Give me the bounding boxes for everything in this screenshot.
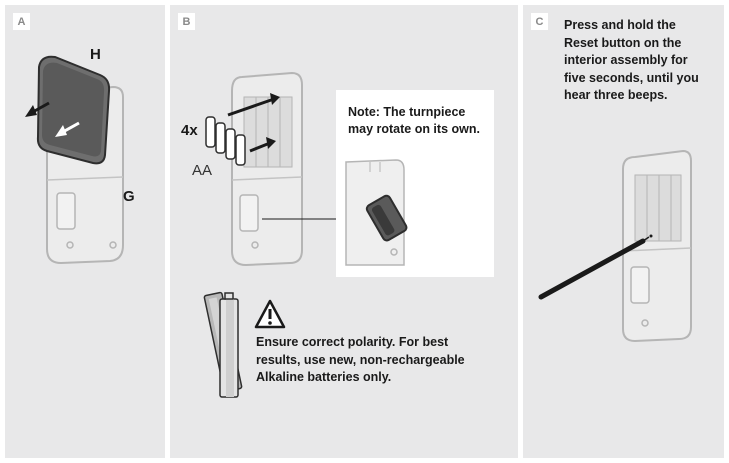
screw-hole	[66, 241, 74, 249]
arrow-icon	[249, 137, 276, 153]
lock-seam	[46, 176, 124, 181]
screw-hole	[109, 241, 117, 249]
reset-instruction: Press and hold the Reset button on the i…	[564, 18, 699, 102]
polarity-warning: Ensure correct polarity. For best result…	[256, 335, 465, 384]
arrow-icon	[25, 101, 50, 117]
step-a-badge: A	[13, 13, 30, 30]
turnpiece	[365, 194, 408, 242]
warning-icon	[254, 299, 286, 329]
battery-compartment	[634, 174, 682, 242]
arrow-icon	[227, 93, 280, 117]
turnpiece-slot	[630, 266, 650, 304]
battery-count: 4x	[181, 122, 198, 139]
turnpiece-slot	[56, 192, 76, 230]
step-c-badge: C	[531, 13, 548, 30]
reset-button	[649, 234, 653, 238]
lock-label-g: G	[123, 188, 135, 205]
battery-type: AA	[192, 162, 213, 179]
battery-install-illustration	[203, 71, 336, 398]
step-b-panel: B	[170, 5, 518, 458]
step-b-badge: B	[178, 13, 195, 30]
cover-label-h: H	[90, 46, 101, 63]
step-a-panel: A H G	[5, 5, 165, 458]
turnpiece-slot	[239, 194, 259, 232]
lock-cover-removal-illustration	[25, 55, 124, 265]
step-c-panel: C Press and hold the Reset button on the…	[523, 5, 724, 458]
arrow-icon	[55, 121, 80, 137]
note-box: Note: The turnpiece may rotate on its ow…	[336, 90, 494, 277]
turnpiece-illustration	[345, 159, 408, 266]
battery-cover-face	[42, 62, 105, 157]
battery-icon	[203, 291, 243, 398]
reset-button-illustration	[538, 149, 692, 343]
battery-icon	[205, 116, 246, 166]
reset-pin-tip	[642, 236, 650, 242]
reset-pin	[538, 238, 646, 300]
turnpiece-note: Note: The turnpiece may rotate on its ow…	[348, 105, 480, 136]
